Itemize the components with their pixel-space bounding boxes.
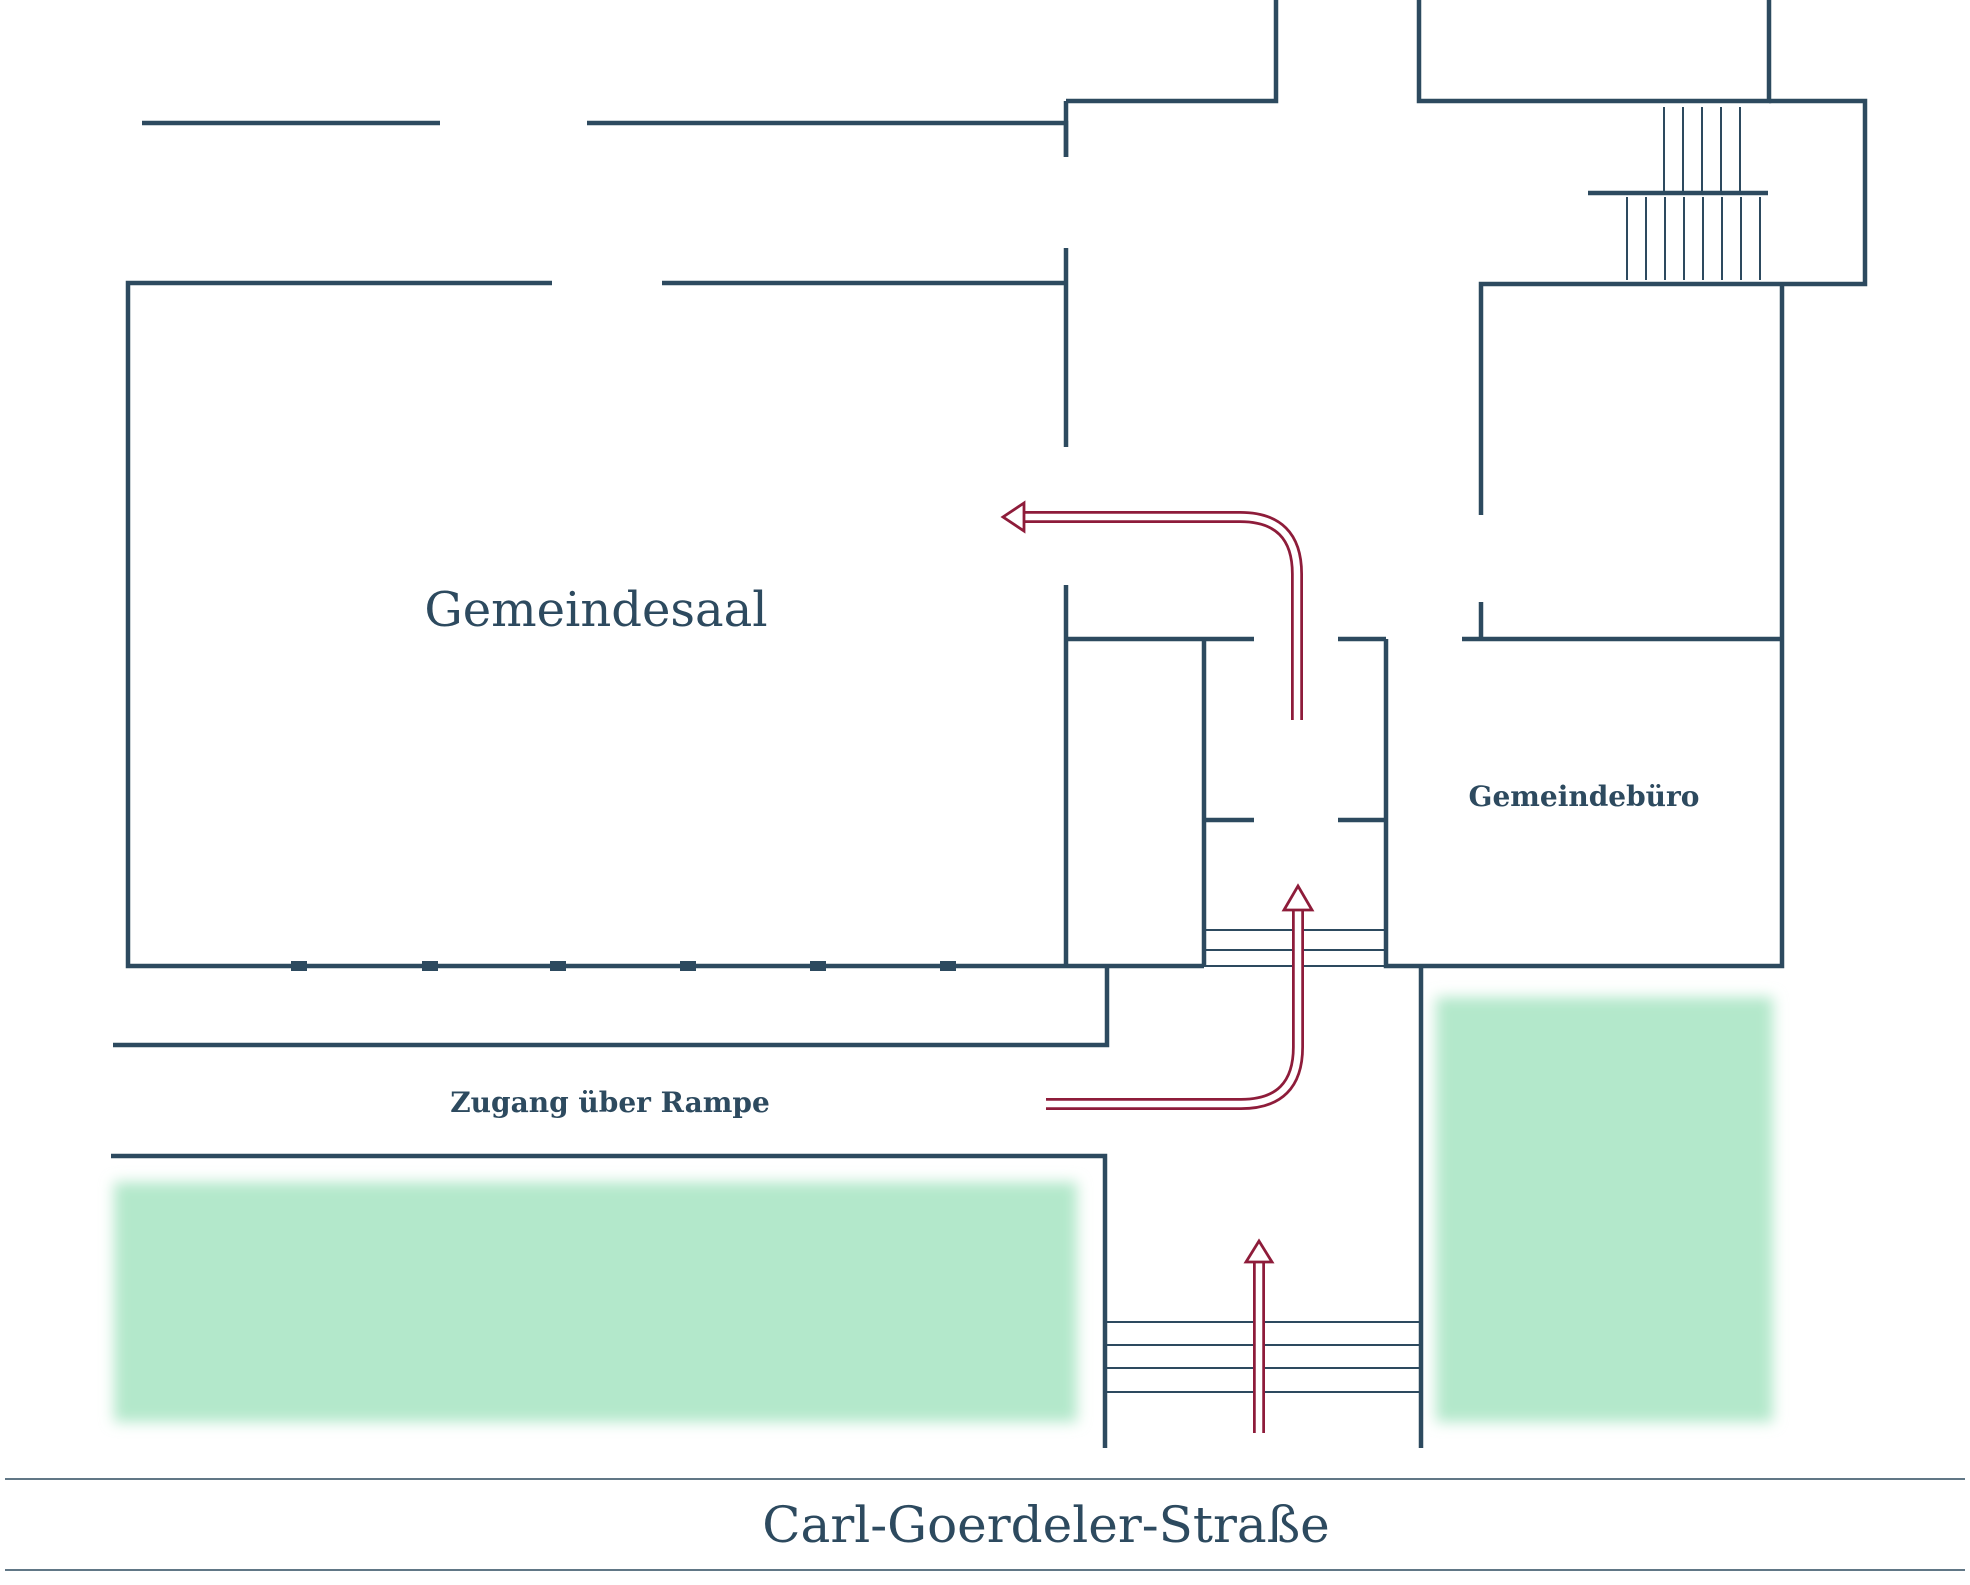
hall-walls: [125, 248, 1069, 969]
upper-corridor-walls: [142, 0, 1868, 640]
ramp-access-label: Zugang über Rampe: [450, 1086, 770, 1119]
entrance-vestibule-walls: [1066, 636, 1386, 969]
street-label: Carl-Goerdeler-Straße: [762, 1496, 1329, 1554]
hall-label: Gemeindesaal: [424, 582, 767, 638]
office-walls: [1383, 284, 1785, 969]
green-area-right: [1436, 997, 1773, 1422]
route-arrow-street-entry: [1243, 1238, 1275, 1433]
green-area-left: [114, 1182, 1077, 1422]
street: [5, 1478, 1965, 1571]
stairs-top-right: [1588, 107, 1768, 280]
route-arrow-ramp-entry: [1046, 883, 1315, 1110]
route-arrow-to-hall: [1000, 500, 1303, 720]
office-label: Gemeindebüro: [1469, 780, 1700, 813]
hall-columns: [291, 961, 956, 971]
